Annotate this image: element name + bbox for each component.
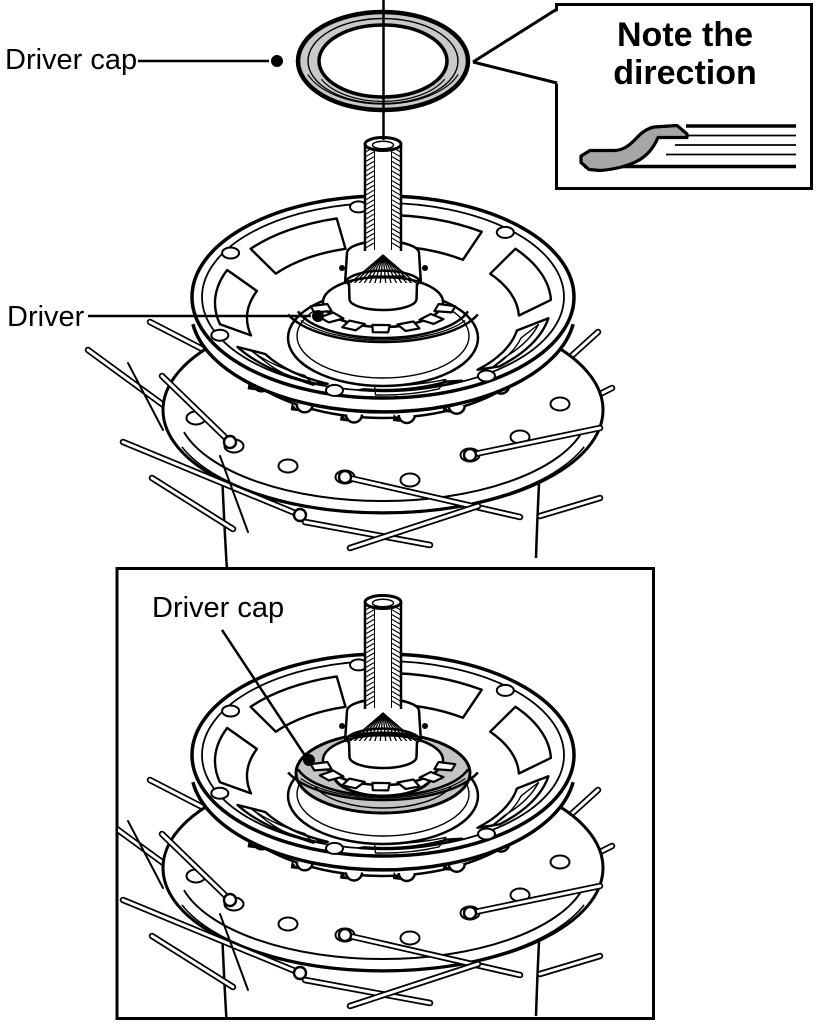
driver-cap-leader-dot	[271, 55, 283, 67]
bottom-driver-cap-leader-dot	[303, 754, 315, 766]
installed-cap-detail	[314, 786, 452, 809]
bottom-leader	[220, 629, 315, 766]
cross-section-thin-lines	[666, 134, 796, 156]
cap-cross-section	[579, 123, 796, 173]
callout-pointer-lines	[472, 7, 558, 85]
bottom-hub-figure	[88, 593, 612, 1026]
callout-pointer-fill	[473, 10, 559, 84]
bottom-driver-cap-leader-line	[220, 629, 308, 758]
leader-lines	[88, 55, 324, 322]
bottom-driver-cap-label: Driver cap	[152, 592, 285, 624]
cross-section-profile	[579, 123, 689, 173]
driver-leader-dot	[312, 310, 324, 322]
top-hub-figure	[88, 135, 612, 585]
driver-label: Driver	[7, 301, 85, 333]
driver-cap-label: Driver cap	[5, 44, 138, 76]
callout-text: Note the direction	[613, 16, 757, 92]
note-direction-callout	[472, 3, 813, 190]
